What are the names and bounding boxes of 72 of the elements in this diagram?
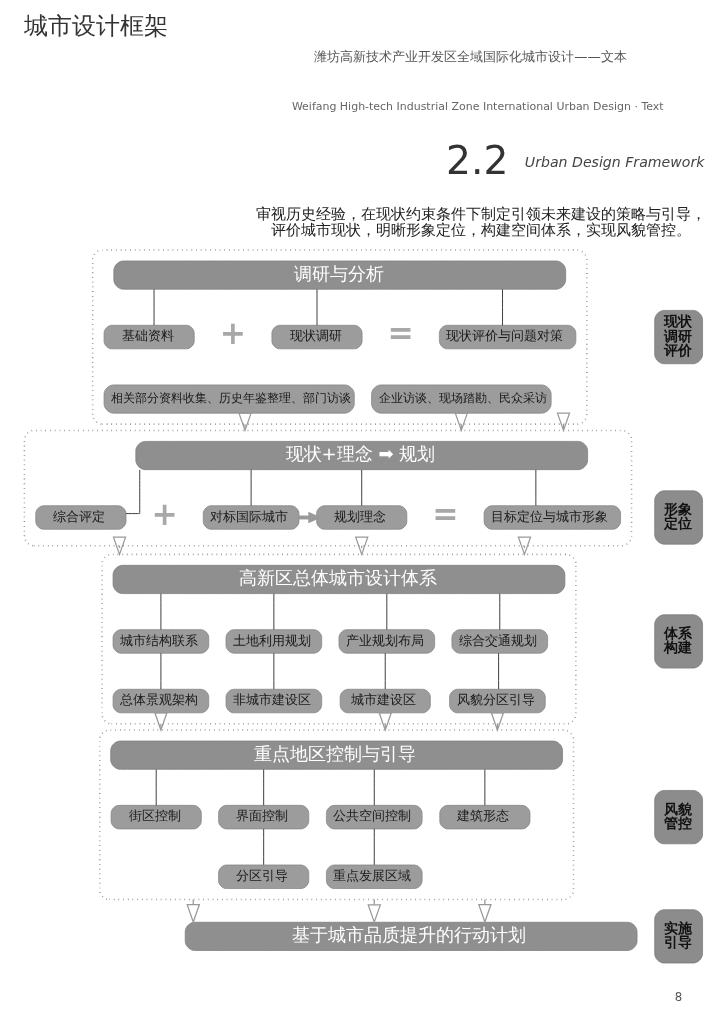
node-box: 体系构建 (654, 614, 703, 669)
arrow (238, 412, 252, 433)
node-box: 基于城市品质提升的行动计划 (184, 921, 638, 951)
node-box: 城市建设区 (339, 688, 431, 714)
node-box: 界面控制 (218, 805, 310, 830)
node-box: 目标定位与城市形象 (483, 505, 621, 530)
connector (386, 593, 388, 631)
label: 8 (674, 990, 683, 1005)
cluster (91, 249, 588, 425)
node-box: 公共空间控制 (326, 805, 423, 830)
node-box: 建筑形态 (439, 805, 531, 830)
connector (373, 828, 375, 866)
label: + (151, 495, 178, 532)
node-box: 基础资料 (103, 324, 195, 350)
arrow (354, 536, 369, 557)
node-box: 风貌分区引导 (449, 688, 546, 714)
node-box: 土地利用规划 (225, 629, 323, 654)
node-box: 综合交通规划 (451, 629, 548, 654)
node-box: 分区引导 (218, 864, 310, 889)
connector (316, 289, 318, 326)
cluster (98, 729, 575, 901)
node-box: 企业访谈、现场踏勘、民众采访 (371, 384, 552, 414)
node-box: 街区控制 (110, 805, 202, 830)
node-box: 重点发展区域 (326, 864, 423, 889)
node-box: 现状调研评价 (654, 310, 703, 365)
node-box: 高新区总体城市设计体系 (112, 564, 566, 594)
node-box: 现状评价与问题对策 (439, 324, 577, 350)
node-box: 总体景观架构 (112, 688, 210, 714)
node-box: 重点地区控制与引导 (110, 740, 563, 770)
diagram-title: 城市设计框架 (24, 11, 169, 40)
connector (263, 828, 265, 866)
label: 审视历史经验，在现状约束条件下制定引领未来建设的策略与引导，评价城市现状，明晰形象定位，构建空间体系，实现风貌管控。 (256, 204, 707, 240)
connector (499, 593, 501, 631)
node-box: 现状调研 (271, 324, 363, 350)
label: Weifang High-tech Industrial Zone International Urban Design · Text (291, 100, 664, 114)
label: = (387, 315, 414, 352)
connector (502, 289, 503, 326)
arrow (477, 898, 492, 924)
label: 2.2 (446, 137, 509, 183)
connector (250, 469, 252, 507)
label: 潍坊高新技术产业开发区全域国际化城市设计——文本 (314, 49, 627, 65)
node-box: 实施引导 (654, 909, 703, 964)
connector (361, 469, 363, 507)
node-box: 规划理念 (316, 505, 408, 530)
node-box: 调研与分析 (113, 260, 567, 290)
node-box: 城市结构联系 (112, 629, 210, 654)
arrow (112, 536, 127, 557)
node-box: 现状+理念 ➡ 规划 (135, 441, 588, 471)
node-box: 对标国际城市 (202, 505, 300, 530)
node-box: 综合评定 (35, 505, 127, 530)
label: Urban Design Framework (524, 153, 705, 170)
connector (384, 652, 386, 690)
connector (373, 769, 375, 806)
connector (498, 652, 500, 690)
node-box: 非城市建设区 (225, 688, 323, 714)
node-box: 形象定位 (654, 490, 703, 545)
connector (273, 652, 275, 690)
connector (155, 769, 157, 806)
connector (535, 469, 537, 507)
node-box: 风貌管控 (654, 790, 703, 845)
connector (153, 289, 155, 326)
label: = (432, 495, 459, 532)
connector (273, 593, 275, 631)
node-box: 相关部分资料收集、历史年鉴整理、部门访谈 (103, 384, 355, 414)
connector (263, 769, 265, 806)
connector (484, 769, 486, 806)
cluster (101, 553, 577, 725)
label: + (219, 315, 247, 352)
connector (160, 593, 162, 631)
node-box: 产业规划布局 (338, 629, 436, 654)
arrow (517, 536, 532, 557)
connector (160, 652, 162, 690)
